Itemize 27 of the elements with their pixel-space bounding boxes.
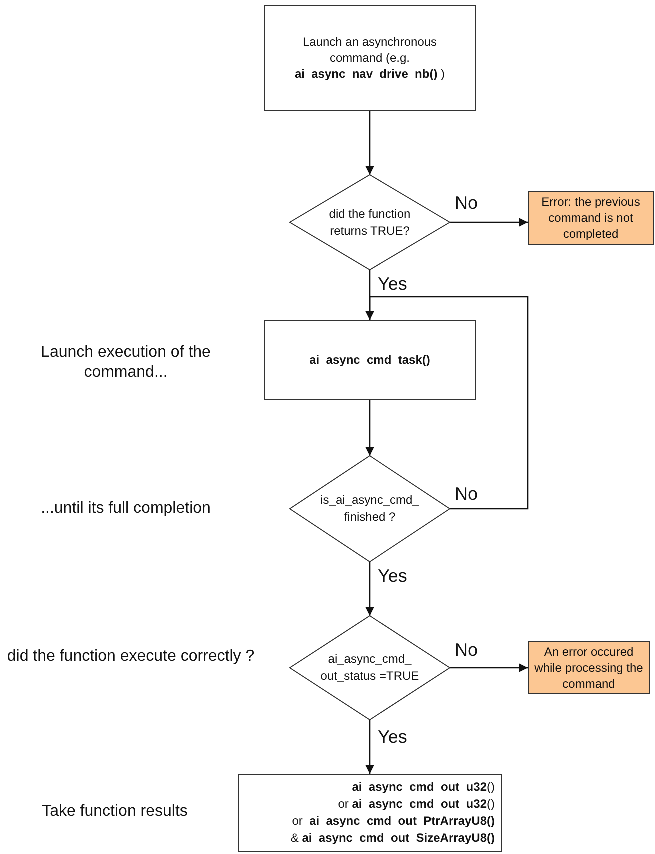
error-box (528, 191, 654, 245)
arrow (450, 218, 528, 227)
arrow (450, 664, 528, 672)
arrow (366, 562, 374, 616)
node-text: ai_async_cmd_task() (310, 352, 430, 368)
node-text: or ai_async_cmd_out_u32() (338, 796, 495, 813)
step-note: Launch execution of the command... (40, 343, 212, 383)
node-text: Error: the previous command is not completed (540, 194, 642, 242)
arrow (366, 296, 529, 510)
node-text: or ai_async_cmd_out_PtrArrayU8() (292, 813, 495, 830)
step-note: did the function execute correctly ? (6, 647, 256, 667)
node-text: is_ai_async_cmd_ finished ? (320, 492, 420, 526)
process-box (264, 5, 476, 111)
process-box (264, 320, 476, 400)
process-box (238, 774, 502, 852)
node-text: did the function returns TRUE? (328, 206, 412, 240)
error-box (528, 641, 650, 694)
node-text: ai_async_cmd_out_u32() (352, 779, 495, 796)
node-text: An error occured while processing the command (534, 644, 644, 692)
step-note: Take function results (41, 802, 189, 822)
arrow (366, 111, 374, 175)
node-text: Launch an asynchronous command (e.g. ai_async_nav_drive_nb() ) (294, 34, 446, 82)
arrow (366, 720, 374, 774)
node-text: ai_async_cmd_ out_status =TRUE (320, 651, 420, 685)
step-note: ...until its full completion (40, 499, 212, 519)
arrow (366, 400, 374, 456)
node-text: & ai_async_cmd_out_SizeArrayU8() (290, 830, 495, 847)
